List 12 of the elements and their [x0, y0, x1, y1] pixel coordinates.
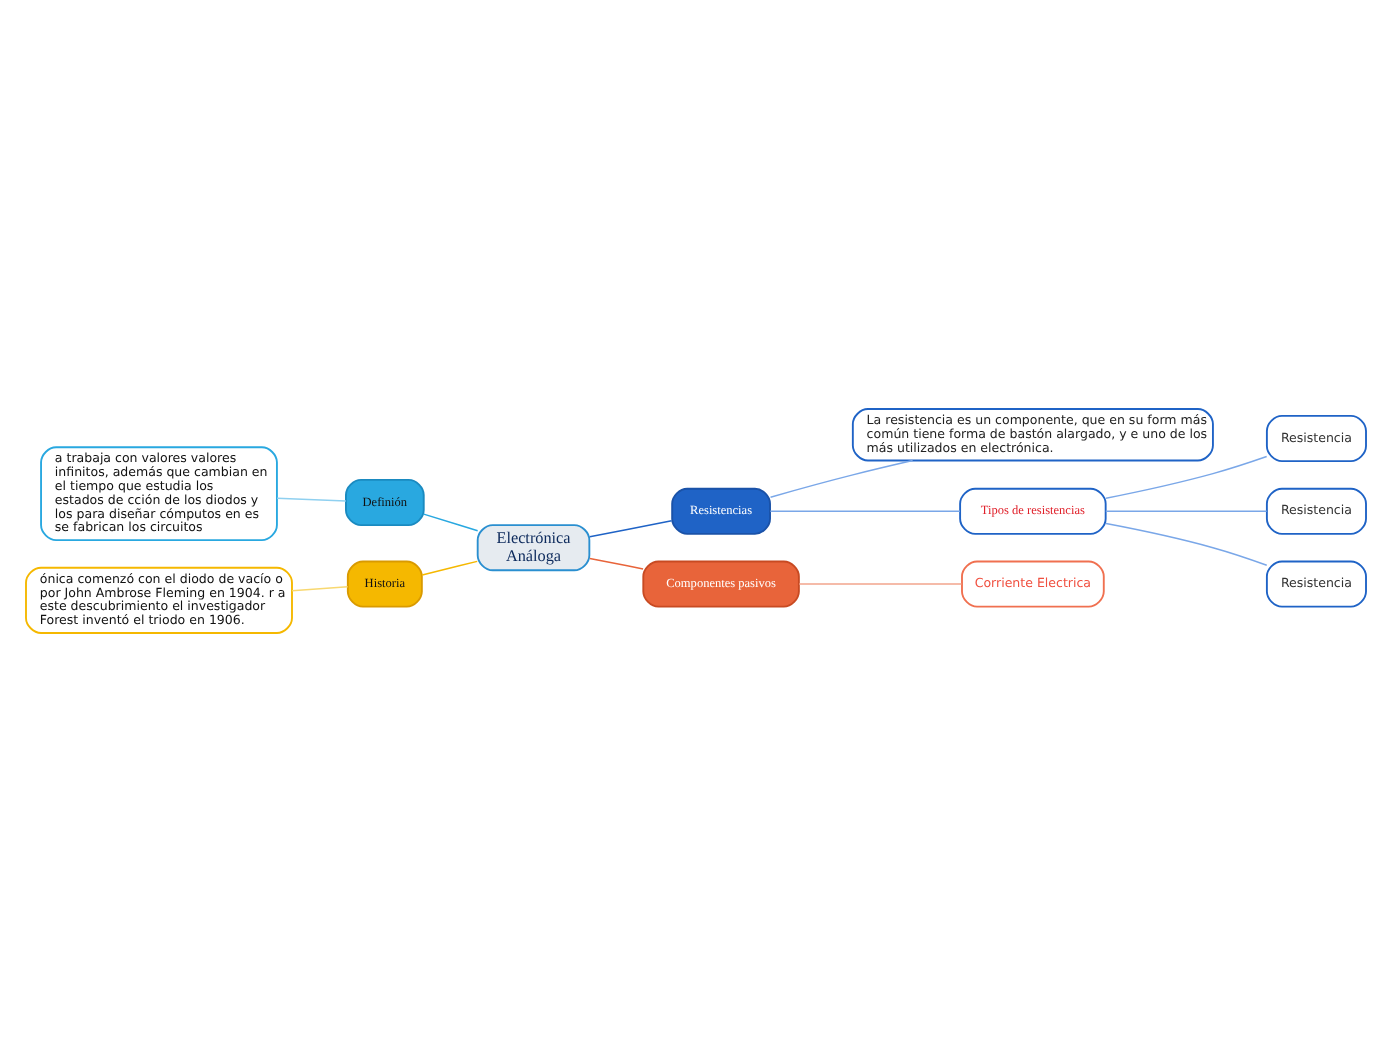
connector: [1105, 454, 1268, 498]
connector: [276, 496, 347, 501]
connector: [769, 509, 961, 512]
connector: [421, 559, 478, 575]
connector: [1105, 521, 1268, 565]
connector: [589, 556, 644, 569]
connector: [589, 519, 673, 537]
connector: [769, 458, 914, 497]
connector: [1105, 509, 1268, 512]
connector: [422, 512, 479, 531]
connector: [291, 584, 349, 591]
connector: [798, 582, 963, 584]
